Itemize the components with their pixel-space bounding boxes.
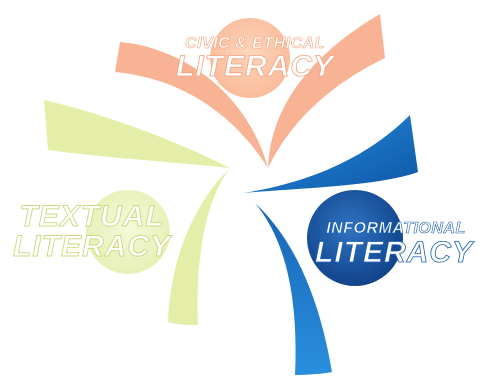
civic-left-blade <box>115 42 268 168</box>
civic-right-blade <box>268 14 385 168</box>
informational-label-line1: INFORMATIONAL <box>326 220 466 237</box>
textual-label-line1: TEXTUAL <box>19 200 164 233</box>
civic-circle <box>210 18 290 98</box>
civic-label-line2: LITERACY <box>176 50 336 83</box>
textual-top-blade <box>44 100 230 168</box>
informational-label-line2: LITERACY <box>315 236 475 269</box>
civic-label-line1: CIVIC & ETHICAL <box>185 35 325 52</box>
civic-segment: CIVIC & ETHICAL LITERACY <box>115 14 385 168</box>
informational-circle <box>307 190 403 286</box>
informational-segment: INFORMATIONAL LITERACY <box>243 115 475 375</box>
textual-label-line2: LITERACY <box>13 230 173 263</box>
textual-bottom-blade <box>168 168 230 325</box>
textual-circle <box>86 190 170 274</box>
informational-bottom-blade <box>255 203 332 375</box>
informational-top-blade <box>243 115 418 193</box>
textual-segment: TEXTUAL LITERACY <box>13 100 230 325</box>
